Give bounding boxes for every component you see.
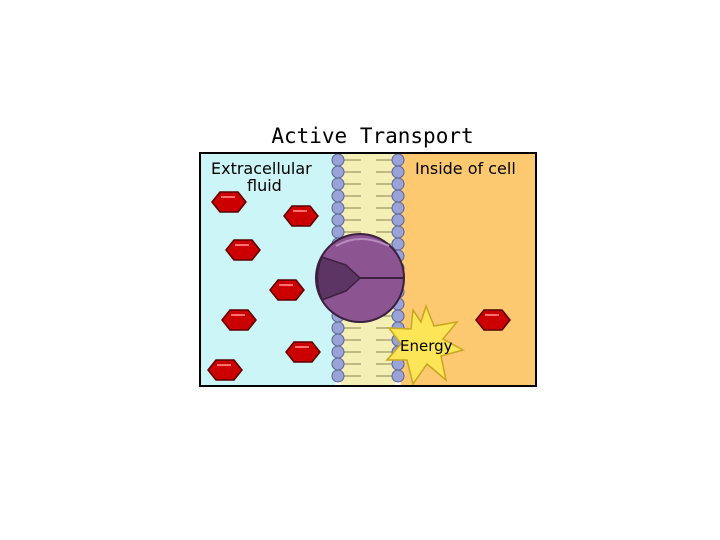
phospholipid-head (391, 213, 405, 227)
extracellular-label: Extracellular fluid (211, 160, 312, 194)
molecule-icon (269, 279, 305, 301)
phospholipid-head (331, 154, 345, 167)
phospholipid-head (391, 177, 405, 191)
transport-protein-icon (315, 233, 405, 323)
molecule-icon (283, 205, 319, 227)
phospholipid-head (331, 165, 345, 179)
molecule-icon (285, 341, 321, 363)
extracellular-label-line2: fluid (247, 176, 282, 195)
diagram-title: Active Transport (271, 124, 474, 148)
phospholipid-head (331, 177, 345, 191)
molecule-icon (211, 191, 247, 213)
molecule-icon (225, 239, 261, 261)
phospholipid-head (331, 213, 345, 227)
phospholipid-head (391, 189, 405, 203)
energy-burst-icon (385, 303, 465, 385)
diagram-frame: Extracellular fluid Inside of cell Energ… (199, 152, 537, 387)
diagram-canvas (201, 154, 535, 385)
phospholipid-head (331, 369, 345, 383)
molecule-icon (221, 309, 257, 331)
phospholipid-head (331, 357, 345, 371)
phospholipid-head (391, 165, 405, 179)
phospholipid-head (331, 189, 345, 203)
inside-cell-label: Inside of cell (415, 159, 516, 178)
phospholipid-head (331, 225, 345, 239)
phospholipid-head (331, 345, 345, 359)
phospholipid-head (391, 237, 405, 251)
extracellular-label-line1: Extracellular (211, 159, 312, 178)
phospholipid-head (391, 369, 405, 383)
molecule-icon (475, 309, 511, 331)
phospholipid-head (391, 154, 405, 167)
molecule-icon (207, 359, 243, 381)
phospholipid-head (331, 333, 345, 347)
energy-label: Energy (400, 337, 453, 355)
phospholipid-head (331, 321, 345, 335)
phospholipid-head (391, 225, 405, 239)
phospholipid-head (391, 309, 405, 323)
phospholipid-head (331, 201, 345, 215)
phospholipid-head (391, 201, 405, 215)
